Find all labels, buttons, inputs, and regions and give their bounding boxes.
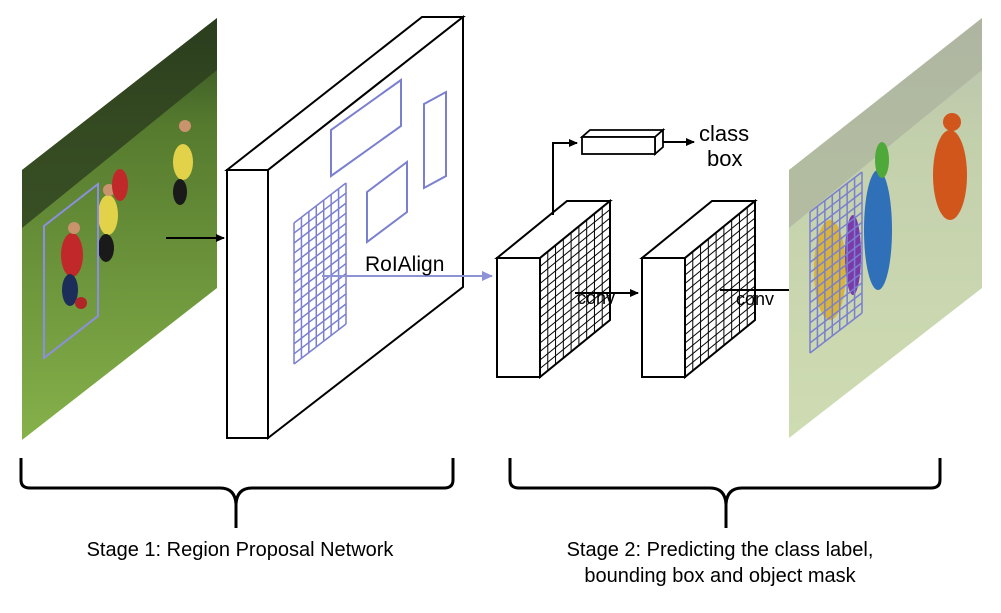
grid-line [293, 273, 347, 315]
grid-line [539, 260, 611, 318]
grid-line [293, 242, 347, 285]
grid-line [684, 285, 756, 344]
grid-line [684, 226, 756, 284]
grid-line [293, 283, 347, 325]
grid-line [293, 262, 347, 305]
grid-line [539, 226, 611, 284]
grid-line [684, 294, 756, 352]
grid-line [293, 313, 347, 355]
grid-line [809, 272, 863, 314]
grid-line [539, 200, 611, 259]
input-players [61, 120, 193, 309]
grid-line [684, 251, 756, 310]
grid-line [809, 302, 863, 344]
grid-line [293, 252, 347, 295]
input-roi-box [43, 181, 99, 361]
stage2-caption-line1: Stage 2: Predicting the class label, [566, 539, 874, 561]
stage1-brace [19, 458, 455, 528]
grid-line [809, 282, 863, 324]
grid-line [293, 192, 347, 234]
grid-line [684, 311, 756, 369]
mask-green [875, 142, 889, 178]
roi-feature-block-2 [639, 198, 758, 380]
grid-line [539, 268, 611, 327]
conv-label-2: conv [736, 289, 774, 309]
grid-line [539, 319, 611, 378]
grid-line [539, 285, 611, 344]
block-2-grid [684, 200, 756, 378]
grid-line [684, 209, 756, 267]
grid-line [539, 209, 611, 267]
grid-line [539, 294, 611, 352]
proposal-box-3 [366, 160, 408, 244]
grid-line [293, 222, 347, 264]
roialign-label: RoIAlign [365, 253, 444, 276]
mask-blue [864, 170, 892, 290]
stage2-caption-line2: bounding box and object mask [584, 565, 856, 587]
grid-line [539, 311, 611, 369]
grid-line [684, 234, 756, 293]
grid-line [809, 171, 863, 213]
grid-line [293, 202, 347, 244]
grid-line [293, 212, 347, 254]
grid-line [684, 217, 756, 276]
grid-line [684, 277, 756, 335]
output-image-trees [789, 18, 982, 228]
input-image [22, 18, 217, 440]
stage2-caption: Stage 2: Predicting the class label, bou… [505, 537, 935, 589]
grid-line [809, 191, 863, 233]
block-1-grid [539, 200, 611, 378]
output-image [789, 18, 982, 438]
roi-grid [293, 182, 347, 365]
proposal-box-1 [330, 78, 402, 178]
stage1-caption-text: Stage 1: Region Proposal Network [86, 539, 394, 561]
grid-line [293, 293, 347, 335]
roi-feature-block-1 [494, 198, 613, 380]
stage2-brace [508, 458, 942, 528]
grid-line [684, 200, 756, 259]
grid-line [809, 201, 863, 243]
grid-line [809, 262, 863, 304]
grid-line [684, 268, 756, 327]
mask-purple [845, 215, 861, 295]
box-label: box [707, 146, 742, 171]
grid-line [539, 302, 611, 361]
stage1-caption: Stage 1: Region Proposal Network [30, 537, 450, 563]
head-arrow-up [552, 139, 578, 215]
grid-line [293, 182, 347, 224]
grid-line [539, 243, 611, 301]
grid-line [809, 251, 863, 294]
backbone-side-face [226, 169, 269, 439]
grid-line [809, 312, 863, 354]
grid-line [809, 211, 863, 253]
proposal-box-2 [423, 90, 447, 190]
input-image-trees [22, 18, 217, 228]
grid-line [539, 251, 611, 310]
grid-line [293, 303, 347, 345]
grid-line [539, 277, 611, 335]
grid-line [809, 292, 863, 334]
grid-line [809, 231, 863, 274]
conv-label-1: conv [577, 288, 615, 308]
input-image-field [22, 18, 217, 440]
backbone-feature-map [224, 14, 466, 441]
grid-line [684, 243, 756, 301]
grid-line [809, 181, 863, 223]
output-masks [814, 113, 967, 320]
grid-line [684, 302, 756, 361]
grid-line [539, 217, 611, 276]
grid-line [809, 221, 863, 263]
mask-yellow [814, 220, 846, 320]
mask-orange [933, 130, 967, 220]
grid-line [684, 319, 756, 378]
output-roi-grid [809, 171, 863, 354]
grid-line [293, 323, 347, 365]
grid-line [539, 234, 611, 293]
class-label: class [699, 121, 749, 146]
grid-line [293, 232, 347, 274]
fc-head [579, 128, 666, 156]
grid-line [809, 241, 863, 284]
